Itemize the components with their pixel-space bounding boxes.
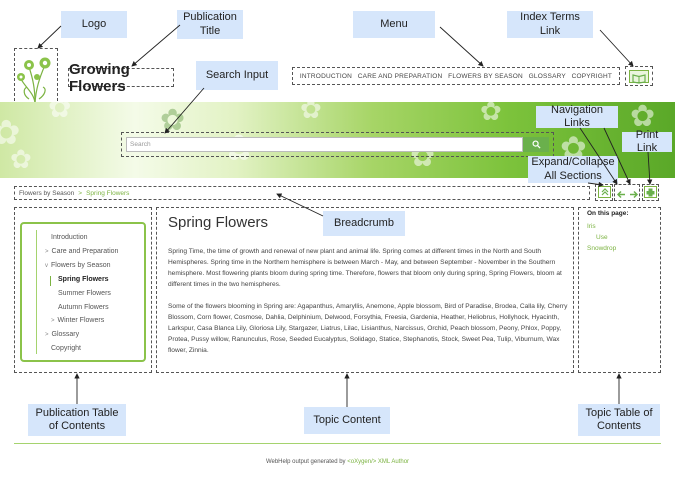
on-this-page-link-iris[interactable]: Iris	[587, 223, 596, 230]
menu-item-copyright[interactable]: COPYRIGHT	[571, 72, 613, 80]
collapse-up-icon	[601, 188, 608, 196]
breadcrumb-parent[interactable]: Flowers by Season	[19, 189, 75, 197]
menu-item-glossary[interactable]: GLOSSARY	[528, 72, 566, 80]
topic-paragraph: Some of the flowers blooming in Spring a…	[168, 303, 568, 354]
toc-tree-line	[36, 230, 37, 354]
breadcrumb: Flowers by Season > Spring Flowers	[14, 186, 590, 200]
on-this-page-link-use[interactable]: Use	[596, 234, 608, 241]
on-this-page-link-snowdrop[interactable]: Snowdrop	[587, 245, 617, 252]
callout-topic-content: Topic Content	[304, 407, 390, 434]
flower-logo-icon	[17, 57, 51, 104]
footer-divider	[14, 443, 661, 444]
top-menu: INTRODUCTION CARE AND PREPARATION FLOWER…	[292, 67, 620, 85]
callout-index-terms: Index Terms Link	[507, 11, 593, 38]
arrow-left-icon	[616, 190, 625, 199]
topic-paragraph: Spring Time, the time of growth and rene…	[168, 248, 562, 288]
leaf-decoration: ✿	[480, 102, 502, 126]
publication-title-text: Growing Flowers	[69, 60, 130, 95]
chevron-down-icon[interactable]: v	[45, 263, 48, 269]
chevron-right-icon[interactable]: >	[45, 249, 49, 255]
callout-search-input: Search Input	[196, 61, 278, 90]
index-terms-link[interactable]	[629, 70, 649, 84]
arrow-right-icon	[630, 190, 639, 199]
footer-link[interactable]: <oXygen/> XML Author	[347, 459, 410, 465]
leaf-decoration: ✿	[48, 102, 72, 123]
menu-item-flowers-by-season[interactable]: FLOWERS BY SEASON	[448, 72, 523, 80]
breadcrumb-current: Spring Flowers	[86, 189, 130, 197]
breadcrumb-separator: >	[78, 189, 83, 197]
toc-item-label: Spring Flowers	[58, 276, 109, 283]
leaf-decoration: ✿	[630, 102, 656, 133]
toc-item-label: Introduction	[51, 234, 88, 241]
print-button[interactable]	[644, 186, 657, 198]
toc-item-label: Care and Preparation	[51, 248, 119, 255]
search-placeholder: Search	[130, 141, 151, 148]
footer: WebHelp output generated by <oXygen/> XM…	[0, 459, 675, 465]
index-terms-wrapper	[625, 66, 653, 86]
logo[interactable]	[14, 48, 58, 106]
toc-item[interactable]: >Winter Flowers	[51, 317, 104, 324]
on-this-page-title: On this page:	[587, 210, 629, 217]
callout-breadcrumb: Breadcrumb	[323, 211, 405, 236]
toc-panel	[20, 222, 146, 362]
menu-item-introduction[interactable]: INTRODUCTION	[299, 72, 353, 80]
publication-title[interactable]: Growing Flowers	[68, 61, 174, 95]
topic-content	[156, 207, 574, 373]
topic-toc	[578, 207, 661, 373]
search-button[interactable]	[523, 137, 549, 152]
chevron-right-icon[interactable]: >	[51, 318, 55, 324]
expand-collapse-wrapper	[595, 184, 613, 201]
leaf-decoration: ✿	[300, 102, 322, 124]
callout-logo: Logo	[61, 11, 127, 38]
footer-prefix: WebHelp output generated by	[265, 459, 346, 465]
leaf-decoration: ✿	[10, 144, 32, 174]
nav-next-link[interactable]	[628, 187, 639, 199]
toc-item[interactable]: Summer Flowers	[58, 290, 111, 297]
leaf-decoration: ✿	[0, 114, 21, 152]
callout-topic-toc: Topic Table of Contents	[578, 404, 660, 436]
callout-print-link: Print Link	[622, 129, 672, 154]
toc-item[interactable]: >Glossary	[45, 331, 79, 338]
menu-item-care-and-preparation[interactable]: CARE AND PREPARATION	[357, 72, 443, 80]
print-icon	[646, 188, 655, 196]
expand-collapse-button[interactable]	[598, 186, 611, 198]
toc-item[interactable]: Autumn Flowers	[58, 304, 109, 311]
callout-navigation-links: Navigation Links	[536, 104, 618, 129]
toc-item-label: Autumn Flowers	[58, 304, 109, 311]
toc-item-label: Copyright	[51, 345, 81, 352]
chevron-right-icon[interactable]: >	[45, 332, 49, 338]
callout-publication-title: Publication Title	[177, 10, 243, 39]
callout-expand-collapse: Expand/Collapse All Sections	[528, 156, 618, 183]
search-input[interactable]: Search	[126, 137, 523, 152]
callout-menu: Menu	[353, 11, 435, 38]
toc-active-marker	[50, 276, 51, 286]
toc-item[interactable]: Introduction	[51, 234, 88, 241]
topic-title: Spring Flowers	[168, 214, 269, 231]
search-icon	[531, 140, 541, 149]
toc-item-label: Glossary	[51, 331, 80, 338]
book-icon	[632, 74, 646, 84]
publication-toc	[14, 207, 152, 373]
callout-publication-toc: Publication Table of Contents	[28, 404, 126, 436]
toc-item[interactable]: Copyright	[51, 345, 81, 352]
toc-item-label: Winter Flowers	[57, 317, 105, 324]
toc-item-label: Flowers by Season	[51, 262, 111, 269]
nav-previous-link[interactable]	[616, 187, 627, 199]
toc-item-active[interactable]: Spring Flowers	[58, 276, 109, 283]
toc-item[interactable]: >Care and Preparation	[45, 248, 118, 255]
search-area	[121, 132, 554, 157]
toc-item-label: Summer Flowers	[58, 290, 111, 297]
